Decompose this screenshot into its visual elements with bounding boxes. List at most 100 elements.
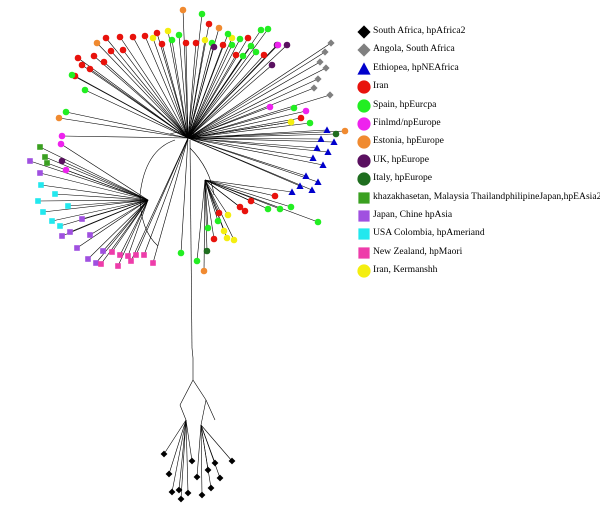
tree-leaf xyxy=(302,107,310,115)
legend-label: Estonia, hpEurope xyxy=(373,135,444,147)
tree-leaf xyxy=(271,192,279,200)
tree-leaf xyxy=(35,198,41,204)
legend-label: USA Colombia, hpAmeriand xyxy=(373,227,485,239)
tree-leaf xyxy=(210,235,218,243)
tree-leaf xyxy=(198,10,206,18)
tree-leaf xyxy=(193,257,201,265)
tree-leaf xyxy=(316,58,324,66)
tree-leaf xyxy=(308,186,316,194)
tree-leaf xyxy=(160,450,168,458)
tree-leaf xyxy=(193,473,201,481)
tree-leaf xyxy=(44,160,50,166)
legend-label: Angola, South Africa xyxy=(373,43,455,55)
tree-leaf xyxy=(230,236,238,244)
tree-leaf xyxy=(296,182,304,190)
tree-leaf xyxy=(322,64,330,72)
legend-label: Ethiopea, hpNEAfrica xyxy=(373,61,459,73)
tree-leaf xyxy=(276,205,284,213)
tree-leaf xyxy=(100,58,108,66)
tree-leaf xyxy=(260,51,268,59)
tree-leaf xyxy=(81,86,89,94)
tree-leaf xyxy=(264,205,272,213)
diamond-marker-icon xyxy=(357,43,371,57)
tree-leaf xyxy=(215,24,223,32)
circle-marker-icon xyxy=(357,117,371,131)
tree-leaf xyxy=(93,260,99,266)
tree-leaf xyxy=(49,218,55,224)
tree-leaf xyxy=(177,249,185,257)
tree-leaf xyxy=(201,36,209,44)
tree-leaf xyxy=(290,104,298,112)
tree-leaf xyxy=(264,25,272,33)
circle-marker-icon xyxy=(357,264,371,278)
legend-label: Spain, hpEurcpa xyxy=(373,98,437,110)
phylogenetic-tree xyxy=(27,6,349,503)
legend-label: Japan, Chine hpAsia xyxy=(373,208,453,220)
tree-leaf xyxy=(93,39,101,47)
circle-marker-icon xyxy=(357,80,371,94)
tree-leaf xyxy=(38,182,44,188)
tree-leaf xyxy=(37,170,43,176)
tree-leaf xyxy=(327,39,335,47)
tree-leaf xyxy=(164,27,172,35)
tree-leaf xyxy=(141,32,149,40)
tree-leaf xyxy=(115,263,121,269)
tree-leaf xyxy=(102,34,110,42)
legend-label: South Africa, hpAfrica2 xyxy=(373,25,466,36)
tree-leaf xyxy=(257,26,265,34)
square-marker-icon xyxy=(358,191,370,204)
tree-leaf xyxy=(165,470,173,478)
tree-leaf xyxy=(100,248,106,254)
tree-leaf xyxy=(149,34,157,42)
tree-leaf xyxy=(314,75,322,83)
tree-leaf xyxy=(62,166,70,174)
tree-leaf xyxy=(87,232,93,238)
tree-leaf xyxy=(74,54,82,62)
tree-leaf xyxy=(302,172,310,180)
tree-leaf xyxy=(287,203,295,211)
tree-leaf xyxy=(326,91,334,99)
tree-leaf xyxy=(78,61,86,69)
tree-leaf xyxy=(52,191,58,197)
tree-leaf xyxy=(228,41,236,49)
square-marker-icon xyxy=(358,210,370,222)
tree-leaf xyxy=(179,6,187,14)
tree-leaf xyxy=(153,29,161,37)
tree-leaf xyxy=(116,33,124,41)
tree-leaf xyxy=(58,157,66,165)
tree-leaf xyxy=(306,119,314,127)
tree-leaf xyxy=(133,252,139,258)
legend-label: Iran xyxy=(373,80,389,92)
tree-leaf xyxy=(215,209,223,217)
tree-leaf xyxy=(232,51,240,59)
tree-leaf xyxy=(207,484,215,492)
tree-leaf xyxy=(241,207,249,215)
tree-leaf xyxy=(141,252,147,258)
tree-leaf xyxy=(297,114,305,122)
tree-leaf xyxy=(274,41,282,49)
tree-leaf xyxy=(313,144,321,152)
tree-leaf xyxy=(341,127,349,135)
tree-leaf xyxy=(58,132,66,140)
tree-leaf xyxy=(67,229,73,235)
tree-leaf xyxy=(330,138,338,146)
square-marker-icon xyxy=(358,247,370,259)
circle-marker-icon xyxy=(357,98,371,113)
tree-leaf xyxy=(42,154,48,160)
tree-leaf xyxy=(287,118,295,126)
tree-leaf xyxy=(158,40,166,48)
tree-leaf xyxy=(319,161,327,169)
tree-leaf xyxy=(283,41,291,49)
tree-leaf xyxy=(65,203,71,209)
tree-leaf xyxy=(192,39,200,47)
tree-leaf xyxy=(62,108,70,116)
tree-leaf xyxy=(317,135,325,143)
tree-leaf xyxy=(188,457,196,465)
tree-leaf xyxy=(177,495,185,503)
tree-leaf xyxy=(37,144,43,150)
tree-leaf xyxy=(310,84,318,92)
tree-leaf xyxy=(119,46,127,54)
tree-leaf xyxy=(90,52,98,60)
legend-label: Iran, Kermanshh xyxy=(373,264,438,276)
tree-leaf xyxy=(109,249,115,255)
